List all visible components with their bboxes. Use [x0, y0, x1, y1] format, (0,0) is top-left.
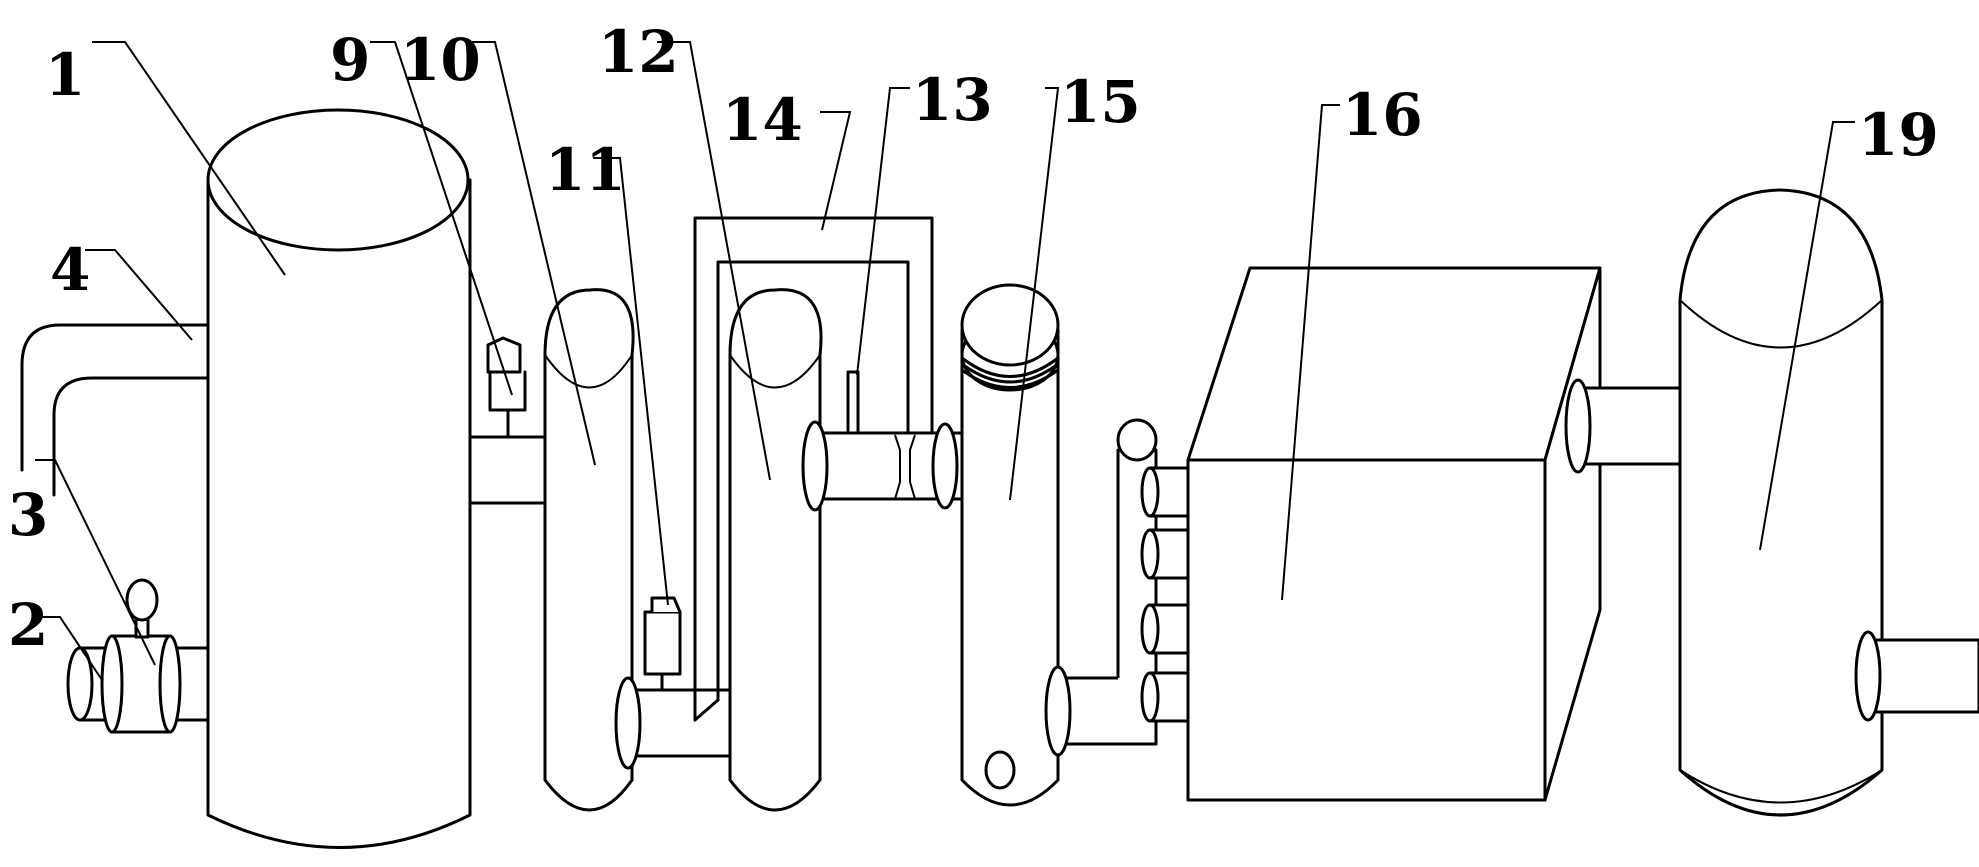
label-13: 13: [912, 66, 993, 134]
box-16: [1186, 266, 1602, 802]
column-15: [960, 283, 1060, 807]
label-19: 19: [1858, 101, 1939, 169]
inlet-pipe-with-valve: [66, 578, 210, 734]
connecting-pipe-1: [468, 435, 547, 505]
label-16: 16: [1342, 81, 1423, 149]
part-labels: 1 2 3 4 9 10 11 12 13 14 15 16 19: [8, 18, 1939, 659]
main-tank: [206, 108, 472, 849]
upper-connecting-pipe: [801, 370, 967, 512]
label-15: 15: [1060, 68, 1141, 136]
valve-11: [643, 596, 682, 692]
return-loop-pipe: [693, 216, 934, 722]
final-outlet-pipe: [1854, 630, 1979, 722]
valve-9: [486, 336, 527, 439]
bottom-connecting-pipe: [614, 676, 732, 770]
column-10: [543, 288, 635, 812]
label-11: 11: [545, 136, 626, 204]
label-12: 12: [598, 18, 679, 86]
label-14: 14: [722, 86, 803, 154]
column-12: [728, 288, 823, 812]
label-9: 9: [330, 26, 370, 94]
label-10: 10: [400, 26, 481, 94]
lower-outlet-pipe: [1044, 418, 1158, 757]
label-1: 1: [45, 41, 85, 109]
side-bent-pipe: [20, 323, 210, 497]
receiver-tank-19: [1678, 188, 1884, 817]
label-4: 4: [50, 236, 90, 304]
box-inlet-nozzles: [1140, 466, 1190, 723]
outlet-pipe-to-tank: [1564, 378, 1682, 474]
label-3: 3: [8, 481, 48, 549]
label-2: 2: [8, 591, 48, 659]
leader-lines: [35, 41, 1855, 681]
